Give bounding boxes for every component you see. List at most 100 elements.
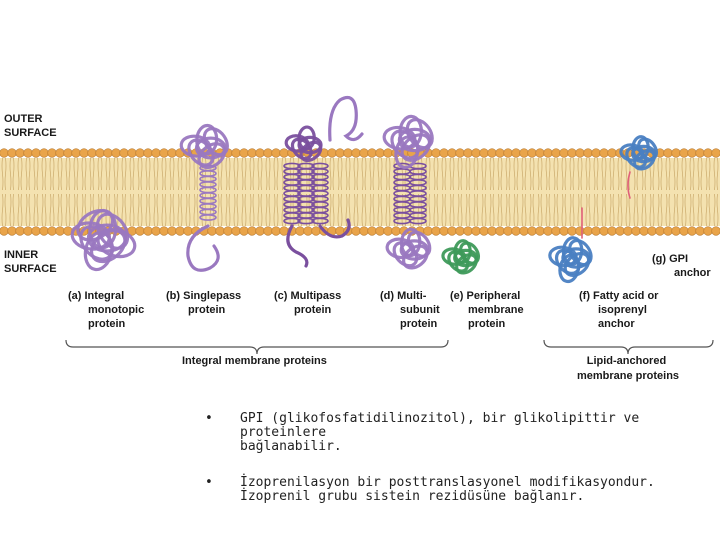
lipid-tail	[545, 193, 551, 227]
lipid-head	[487, 148, 497, 158]
lipid-head	[495, 148, 505, 158]
bullet-gpi-line-2: bağlanabilir.	[240, 439, 342, 454]
lipid-head	[647, 226, 657, 236]
lipid-head	[247, 226, 257, 236]
lipid-head	[511, 148, 521, 158]
protein-c-outer-tail	[328, 96, 364, 142]
lipid-tail	[265, 193, 271, 227]
lipid-tail	[273, 157, 279, 191]
lipid-head	[383, 226, 393, 236]
label-c-line-1: (c) Multipass	[274, 290, 341, 302]
lipid-head	[239, 226, 249, 236]
lipid-tail	[377, 157, 383, 191]
lipid-head	[599, 148, 609, 158]
lipid-head	[183, 226, 193, 236]
lipid-tail	[553, 157, 559, 191]
lipid-head	[695, 148, 705, 158]
lipid-tail	[153, 193, 159, 227]
lipid-tail	[33, 157, 39, 191]
bullet-gpi: • GPI (glikofosfatidilinozitol), bir gli…	[205, 412, 705, 454]
lipid-tail	[1, 157, 7, 191]
lipid-head	[479, 226, 489, 236]
lipid-head	[703, 226, 713, 236]
label-d: (d) Multi- subunit protein	[380, 290, 443, 330]
lipid-head	[47, 226, 57, 236]
lipid-group-bracket	[543, 339, 714, 355]
lipid-group-line-1: Lipid-anchored	[587, 355, 666, 367]
lipid-head	[159, 226, 169, 236]
lipid-tail	[113, 157, 119, 191]
lipid-head	[375, 148, 385, 158]
protein-g-gpi	[619, 135, 659, 171]
lipid-head	[455, 226, 465, 236]
lipid-head	[567, 226, 577, 236]
lipid-tail	[657, 193, 663, 227]
lipid-head	[447, 226, 457, 236]
label-a-line-3: protein	[88, 318, 126, 330]
lipid-tail	[353, 157, 359, 191]
lipid-tail	[225, 193, 231, 227]
lipid-tail	[433, 157, 439, 191]
lipid-head	[39, 148, 49, 158]
lipid-head	[431, 226, 441, 236]
lipid-tail	[537, 193, 543, 227]
lipid-head	[367, 226, 377, 236]
lipid-head	[31, 148, 41, 158]
lipid-tail	[561, 157, 567, 191]
lipid-head	[535, 226, 545, 236]
lipid-tails-bottom	[1, 193, 719, 227]
lipid-head	[231, 226, 241, 236]
lipid-tail	[505, 157, 511, 191]
lipid-tail	[217, 193, 223, 227]
lipid-tail	[641, 193, 647, 227]
label-d-line-3: protein	[400, 318, 438, 330]
lipid-tail	[97, 157, 103, 191]
lipid-tail	[689, 193, 695, 227]
lipid-tail	[9, 157, 15, 191]
lipid-tail	[713, 157, 719, 191]
label-f-line-3: anchor	[598, 318, 635, 330]
lipid-tail	[185, 157, 191, 191]
lipid-tail	[449, 157, 455, 191]
lipid-head	[327, 148, 337, 158]
lipid-tail	[473, 157, 479, 191]
lipid-head	[543, 148, 553, 158]
protein-f-anchored	[548, 236, 593, 284]
lipid-tail	[513, 157, 519, 191]
lipid-tail	[617, 157, 623, 191]
lipid-head	[103, 148, 113, 158]
lipid-head	[351, 226, 361, 236]
outer-surface-label: OUTER SURFACE	[4, 113, 57, 139]
lipid-head	[543, 226, 553, 236]
lipid-tail	[129, 193, 135, 227]
lipid-head	[351, 148, 361, 158]
lipid-head	[119, 148, 129, 158]
lipid-tail	[561, 193, 567, 227]
lipid-head	[495, 226, 505, 236]
lipid-tail	[609, 193, 615, 227]
lipid-head	[663, 226, 673, 236]
lipid-head	[575, 226, 585, 236]
lipid-tail	[257, 193, 263, 227]
lipid-tail	[465, 157, 471, 191]
lipid-tail	[337, 193, 343, 227]
label-b-line-2: protein	[188, 304, 226, 316]
lipid-tail	[665, 157, 671, 191]
lipid-tail	[201, 157, 207, 191]
lipid-tail	[137, 157, 143, 191]
lipid-tail	[145, 157, 151, 191]
lipid-head	[55, 148, 65, 158]
lipid-tail	[385, 157, 391, 191]
lipid-head	[135, 226, 145, 236]
lipid-tail	[241, 157, 247, 191]
bullet-gpi-line-1: GPI (glikofosfatidilinozitol), bir gliko…	[240, 411, 640, 440]
lipid-head	[551, 226, 561, 236]
lipid-head	[247, 148, 257, 158]
label-a-line-2: monotopic	[88, 304, 144, 316]
lipid-tail	[593, 157, 599, 191]
lipid-head	[503, 148, 513, 158]
lipid-tail	[369, 193, 375, 227]
lipid-tail	[537, 157, 543, 191]
protein-c-helix-2	[297, 162, 315, 225]
lipid-head	[279, 148, 289, 158]
